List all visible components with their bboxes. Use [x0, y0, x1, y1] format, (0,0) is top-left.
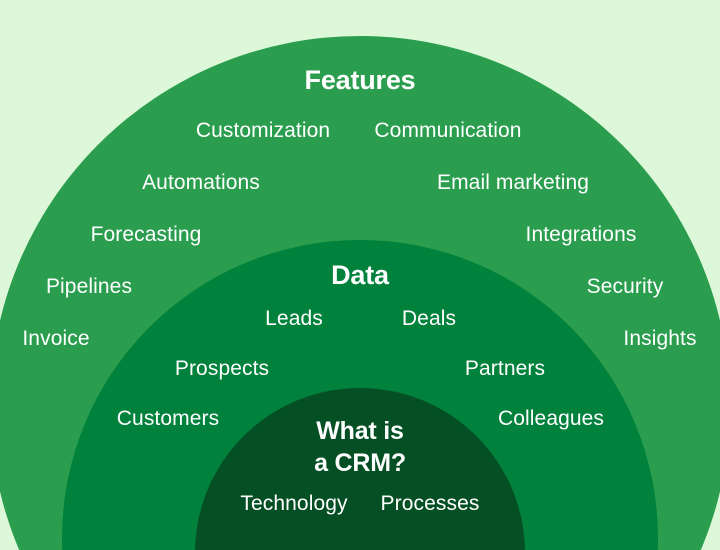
label-customization: Customization	[195, 119, 331, 142]
label-insights: Insights	[623, 327, 697, 350]
label-customers: Customers	[116, 407, 220, 430]
label-colleagues: Colleagues	[497, 407, 605, 430]
label-deals: Deals	[401, 307, 457, 330]
label-automations: Automations	[142, 171, 260, 194]
core-heading: What is a CRM?	[314, 417, 406, 477]
label-prospects: Prospects	[174, 357, 270, 380]
label-integrations: Integrations	[525, 223, 637, 246]
label-technology: Technology	[240, 492, 348, 515]
label-forecasting: Forecasting	[90, 223, 202, 246]
label-communication: Communication	[374, 119, 522, 142]
features-heading: Features	[304, 65, 416, 95]
label-partners: Partners	[464, 357, 546, 380]
label-invoice: Invoice	[22, 327, 90, 350]
label-leads: Leads	[265, 307, 323, 330]
label-email-marketing: Email marketing	[436, 171, 590, 194]
label-processes: Processes	[380, 492, 480, 515]
data-heading: Data	[331, 260, 389, 290]
label-security: Security	[586, 275, 664, 298]
label-pipelines: Pipelines	[45, 275, 133, 298]
